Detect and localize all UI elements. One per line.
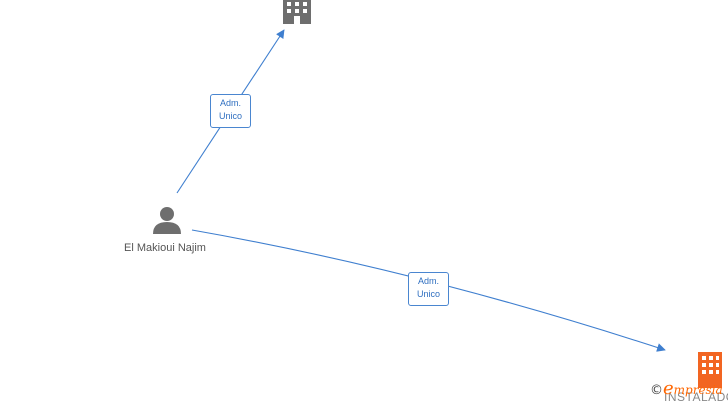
edge-label-line1: Adm.: [219, 98, 241, 108]
edge-label-top[interactable]: Adm. Unico: [210, 94, 251, 128]
building-icon[interactable]: [698, 352, 722, 388]
watermark-text: mpresia: [673, 383, 723, 397]
watermark-logo: ©empresia: [650, 378, 723, 400]
edge-label-bottom[interactable]: Adm. Unico: [408, 272, 449, 306]
copyright-symbol: ©: [650, 383, 663, 398]
edge-label-line1: Adm.: [417, 276, 439, 286]
edge-label-line2: Unico: [416, 289, 440, 299]
person-icon[interactable]: [153, 207, 181, 234]
edge-label-line2: Unico: [218, 111, 242, 121]
building-icon[interactable]: [283, 0, 311, 24]
watermark-letter: e: [663, 378, 674, 399]
person-name-label[interactable]: El Makioui Najim: [124, 242, 206, 254]
